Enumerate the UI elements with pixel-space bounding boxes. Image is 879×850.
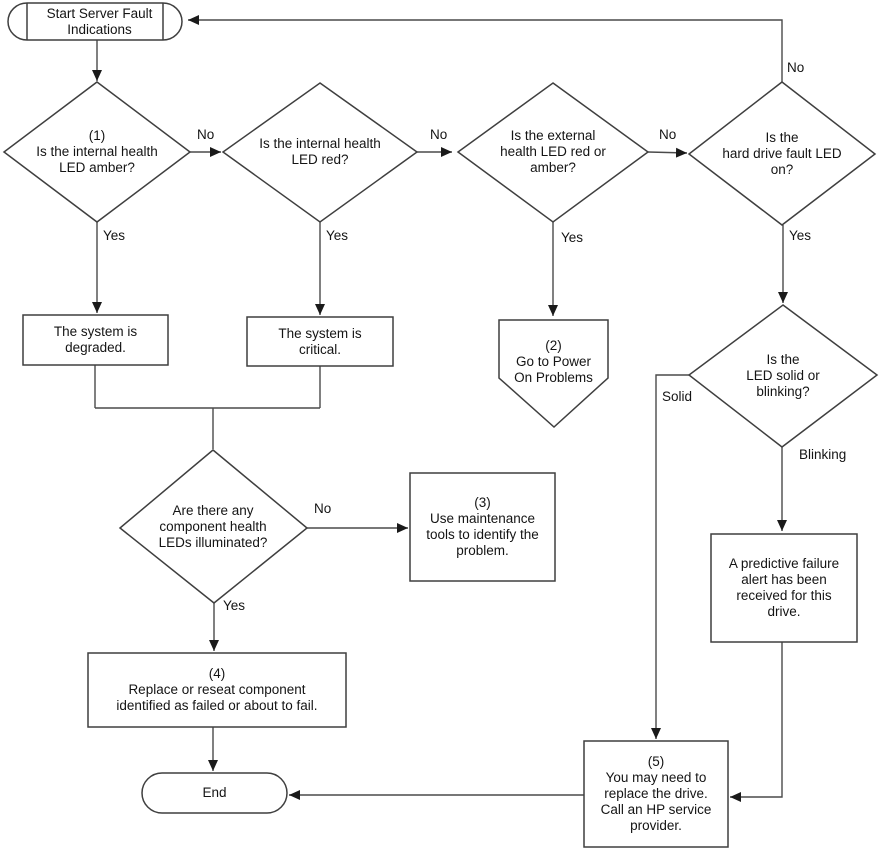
connector-q5-solid-replace-drive (651, 374, 689, 739)
maintenance-tools-box-shape (409, 472, 556, 582)
decision-component-leds-shape (118, 449, 309, 604)
replace-component-box-shape (87, 652, 347, 728)
goto-power-on-offpage-shape (498, 319, 609, 429)
decision-internal-amber-shape (2, 81, 192, 223)
decision-external-red-amber-shape (456, 82, 650, 223)
predictive-failure-box-shape (710, 533, 858, 643)
system-degraded-box-shape (22, 314, 169, 366)
replace-drive-box-shape (583, 740, 729, 848)
system-critical-box-shape (246, 316, 394, 367)
connector-q4-no-start (188, 15, 783, 82)
connector-merge-to-q6 (94, 365, 321, 449)
decision-hard-drive-fault-shape (687, 81, 877, 226)
decision-solid-blinking-shape (687, 304, 879, 448)
decision-internal-red-shape (221, 82, 419, 223)
end-terminator-shape (141, 772, 288, 814)
connector-q3-no-q4 (647, 147, 688, 158)
connector-predictive-replace-drive (730, 642, 783, 802)
start-terminator-shape (7, 2, 183, 41)
